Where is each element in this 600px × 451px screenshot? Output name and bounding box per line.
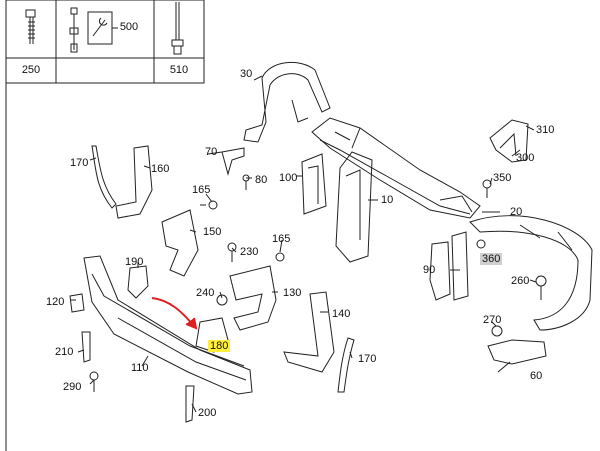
callout-170-right: 170 [358, 353, 377, 365]
part-20-arm [469, 215, 593, 331]
part-190-bracket [127, 265, 149, 299]
callout-130: 130 [283, 287, 302, 299]
callout-110: 110 [131, 362, 149, 374]
callout-240: 240 [196, 287, 215, 299]
callout-70: 70 [205, 146, 218, 158]
part-70-bracket [221, 147, 245, 176]
callout-360: 360 [480, 253, 503, 265]
part-10-crossmember [311, 117, 481, 263]
part-120-bracket [69, 293, 85, 313]
part-130-bracket [229, 265, 277, 331]
callout-270: 270 [483, 314, 502, 326]
red-arrow-indicator [151, 297, 198, 330]
callout-20: 20 [510, 206, 523, 218]
callout-80: 80 [255, 174, 268, 186]
callout-300: 300 [516, 152, 535, 164]
part-170-strip-right [337, 337, 355, 393]
part-140-bracket [283, 291, 335, 373]
callout-290: 290 [63, 381, 82, 393]
parts-box-510 [153, 0, 205, 84]
callout-90: 90 [423, 264, 436, 276]
callout-210: 210 [55, 346, 74, 358]
part-300-bracket [489, 119, 529, 163]
callout-140: 140 [332, 308, 351, 320]
callout-30: 30 [240, 68, 253, 80]
part-160-bracket [115, 145, 153, 219]
callout-190: 190 [125, 256, 144, 268]
part-60-bracket [487, 339, 547, 365]
part-170-strip-left [91, 145, 117, 209]
callout-100: 100 [279, 172, 298, 184]
part-110-bumper-beam [83, 255, 253, 395]
callout-165-a: 165 [192, 184, 211, 196]
part-100-bracket [301, 153, 327, 215]
box-label-250: 250 [21, 64, 41, 76]
callout-10: 10 [381, 194, 394, 206]
box-label-500: 500 [119, 21, 139, 33]
box-label-510: 510 [169, 64, 189, 76]
part-200-bracket [185, 385, 195, 423]
part-90-bracket [429, 231, 469, 301]
callout-120: 120 [46, 296, 65, 308]
callout-60: 60 [530, 370, 543, 382]
callout-160: 160 [151, 163, 170, 175]
part-210-bracket [81, 331, 91, 363]
callout-165-b: 165 [272, 233, 291, 245]
callout-170-left: 170 [70, 157, 89, 169]
part-30-bracket [243, 61, 331, 143]
part-150-bracket [161, 209, 199, 277]
callout-260: 260 [511, 275, 530, 287]
callout-200: 200 [198, 407, 217, 419]
callout-230: 230 [240, 246, 259, 258]
callout-310: 310 [536, 124, 555, 136]
callout-150: 150 [203, 226, 222, 238]
callout-180: 180 [208, 340, 231, 352]
parts-box-500 [55, 0, 155, 84]
callout-350: 350 [493, 172, 512, 184]
